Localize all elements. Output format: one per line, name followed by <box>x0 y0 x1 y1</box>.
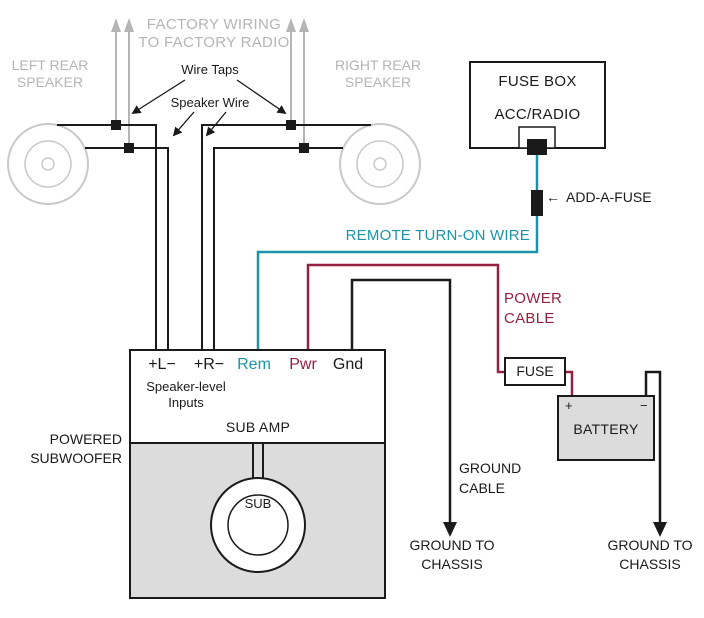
left-arrow-icon: ← <box>546 189 560 205</box>
label-pointer-arrows <box>131 79 287 137</box>
sub-driver-icon <box>210 443 306 573</box>
fuse-box-shape <box>469 61 606 155</box>
remote-turn-on-label: REMOTE TURN-ON WIRE <box>345 227 530 244</box>
speaker-wires <box>57 124 371 350</box>
ground-wires <box>350 278 662 524</box>
amp-terminal-left: +L− <box>148 356 176 373</box>
factory-wiring-arrows <box>111 18 309 148</box>
add-a-fuse-label: ← ADD-A-FUSE <box>546 173 652 205</box>
speaker-level-inputs-label: Speaker-level Inputs <box>146 379 226 410</box>
wire-taps-label: Wire Taps <box>181 62 239 77</box>
battery-minus-terminal: − <box>640 398 648 413</box>
inline-fuse-shape <box>504 357 566 386</box>
ground-to-chassis-left-label: GROUND TO CHASSIS <box>409 537 495 572</box>
ground-arrowheads <box>443 522 667 537</box>
ground-to-chassis-right-label: GROUND TO CHASSIS <box>607 537 693 572</box>
amp-terminal-pwr: Pwr <box>289 356 317 373</box>
battery-shape <box>557 395 655 461</box>
battery-plus-terminal: + <box>565 398 573 413</box>
sub-amp-label: SUB AMP <box>225 419 291 435</box>
add-a-fuse-text: ADD-A-FUSE <box>566 189 652 205</box>
speaker-wire-label: Speaker Wire <box>170 95 250 110</box>
amp-terminal-gnd: Gnd <box>332 356 364 373</box>
fuse-label: FUSE <box>516 363 554 379</box>
left-rear-speaker-icon <box>7 123 89 205</box>
ground-cable-label: GROUND CABLE <box>459 460 522 496</box>
amp-terminal-rem: Rem <box>237 356 271 373</box>
amp-box-shape <box>129 349 386 444</box>
fuse-tap-connector <box>527 139 547 155</box>
add-a-fuse-holder <box>531 190 543 216</box>
sub-label: SUB <box>244 496 272 511</box>
power-cable-label: POWER CABLE <box>504 290 563 327</box>
right-rear-speaker-label: RIGHT REAR SPEAKER <box>334 57 422 90</box>
fuse-box-title: FUSE BOX <box>498 73 577 90</box>
amp-terminal-right: +R− <box>193 356 225 373</box>
factory-wiring-label: FACTORY WIRING TO FACTORY RADIO <box>138 16 290 51</box>
power-cable-wire <box>306 263 574 396</box>
acc-radio-label: ACC/RADIO <box>494 106 581 123</box>
battery-label: BATTERY <box>573 421 639 437</box>
right-rear-speaker-icon <box>339 123 421 205</box>
wire-tap-connectors <box>111 120 309 153</box>
left-rear-speaker-label: LEFT REAR SPEAKER <box>11 57 89 90</box>
powered-subwoofer-label: POWERED SUBWOOFER <box>30 431 122 466</box>
